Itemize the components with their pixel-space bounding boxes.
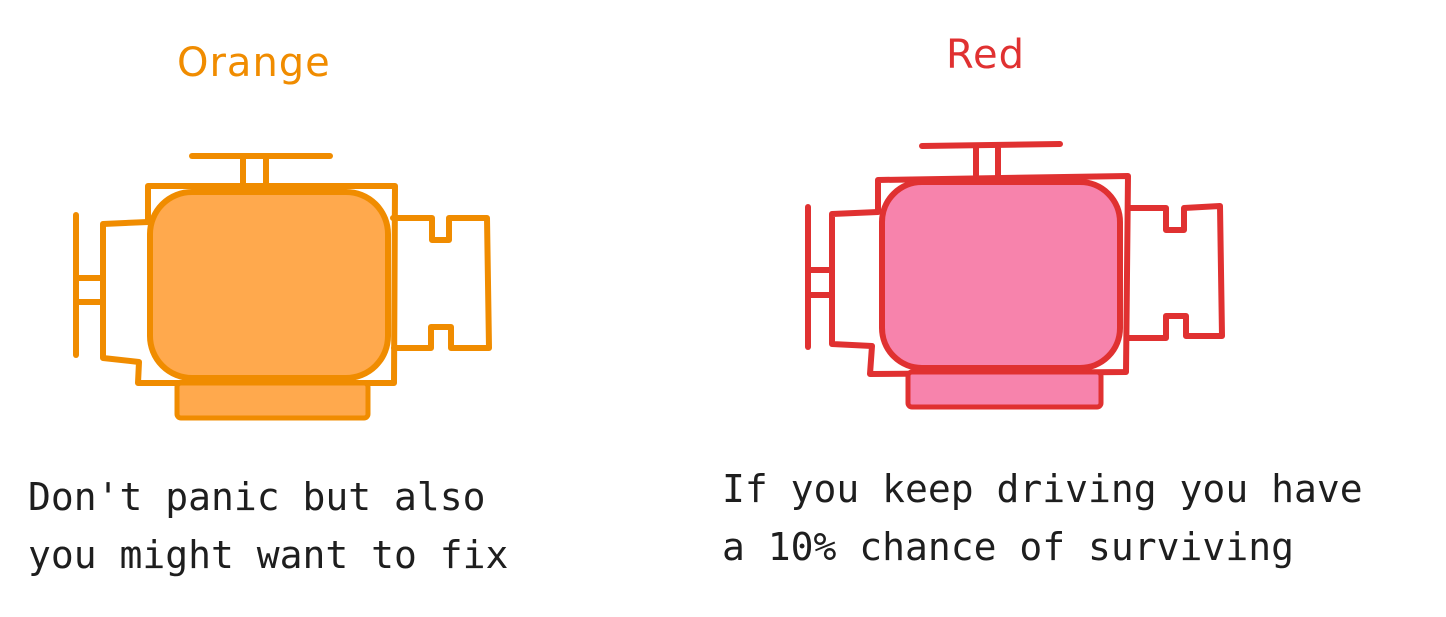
orange-caption-line-1: Don't panic but also [28,475,486,519]
red-engine-oil-pan [905,369,1104,410]
orange-level-title: Orange [177,40,331,86]
orange-caption: Don't panic but also you might want to f… [28,468,508,584]
orange-engine-core [147,189,391,381]
red-check-engine-icon [805,141,1225,410]
orange-engine-outline [73,153,492,386]
red-engine-outline [805,141,1225,377]
red-engine-core [879,179,1123,371]
red-caption-line-2: a 10% chance of surviving [722,525,1294,569]
red-warning-panel: Red If you keep driving you have a 10% c… [700,0,1446,617]
red-caption-line-1: If you keep driving you have [722,467,1363,511]
orange-caption-line-2: you might want to fix [28,533,509,577]
orange-warning-panel: Orange Don't panic but also you might wa… [0,0,700,617]
red-level-title: Red [946,32,1025,78]
orange-check-engine-icon [73,153,492,421]
red-caption: If you keep driving you have a 10% chanc… [722,460,1363,576]
orange-engine-oil-pan [174,380,371,421]
